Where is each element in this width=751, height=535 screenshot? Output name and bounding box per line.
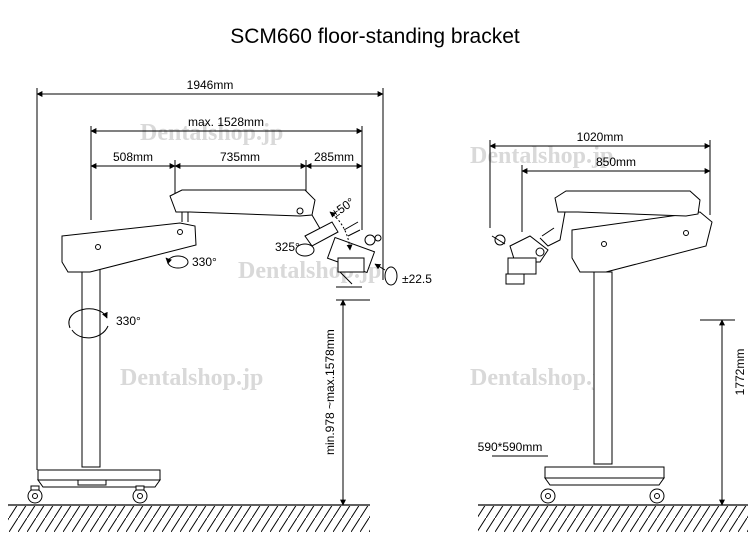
wheel-icon — [649, 488, 665, 504]
upper-arm-left — [169, 189, 316, 217]
max-reach-label: max. 1528mm — [188, 115, 264, 129]
segment-3-label: 285mm — [314, 150, 354, 164]
height-label: 1772mm — [733, 349, 747, 396]
column-right — [593, 271, 613, 465]
head-tilt-label: ±22.5 — [402, 272, 432, 286]
column-rotate-label: 330° — [116, 314, 141, 328]
lower-arm-right — [571, 211, 713, 273]
watermark: Dentalshop.jp — [120, 365, 263, 391]
right-view — [478, 140, 748, 532]
wheel-icon — [132, 488, 148, 504]
wheel-icon — [27, 488, 43, 504]
arm-rotate-label: 330° — [192, 255, 217, 269]
upper-arm-right — [554, 190, 701, 217]
reach-label: 1020mm — [577, 130, 624, 144]
base-left — [37, 469, 161, 481]
watermark: Dentalshop.jp — [470, 143, 613, 169]
lower-arm-left — [61, 222, 197, 273]
head-rotate-label: 325° — [275, 240, 300, 254]
column-left — [81, 261, 101, 468]
ground-left — [8, 504, 370, 532]
wheel-icon — [540, 488, 556, 504]
base-right — [544, 466, 665, 479]
diagram-title: SCM660 floor-standing bracket — [230, 25, 520, 48]
watermark: Dentalshop.jp — [470, 365, 613, 391]
segment-1-label: 508mm — [113, 150, 153, 164]
arm-label: 850mm — [596, 155, 636, 169]
tilt-label: ±50° — [329, 195, 357, 221]
overall-width-label: 1946mm — [187, 78, 234, 92]
base-size-label: 590*590mm — [478, 440, 543, 454]
left-view — [8, 88, 398, 532]
segment-2-label: 735mm — [220, 150, 260, 164]
height-range-label: min.978 ~max.1578mm — [323, 329, 337, 455]
